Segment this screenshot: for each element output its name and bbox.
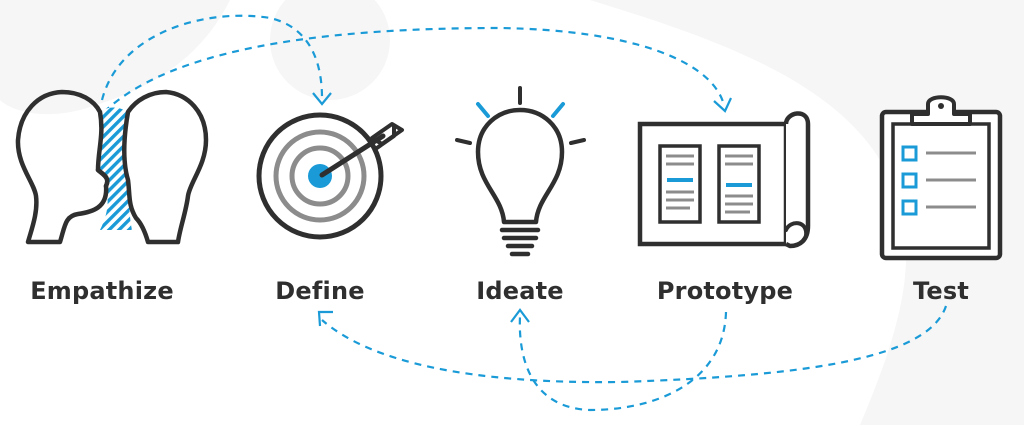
stage-label-empathize: Empathize <box>30 277 174 305</box>
arrowhead-define-top <box>312 92 332 106</box>
stage-label-define: Define <box>275 277 365 305</box>
arrow-empathize-to-prototype <box>103 26 726 113</box>
stage-label-prototype: Prototype <box>656 277 794 305</box>
arrow-empathize-to-define <box>100 14 324 101</box>
arrowhead-prototype-top <box>713 97 732 113</box>
arrow-prototype-to-ideate <box>518 311 728 412</box>
arrowhead-ideate-bottom <box>510 308 530 323</box>
target-arrow-icon <box>256 112 404 240</box>
two-heads-icon <box>15 89 209 245</box>
blueprint-scroll-icon <box>637 111 811 249</box>
clipboard-checklist-icon <box>879 95 1003 261</box>
stage-label-ideate: Ideate <box>476 277 564 305</box>
arrow-test-to-define <box>321 305 948 384</box>
stage-label-test: Test <box>912 277 970 305</box>
lightbulb-icon <box>455 86 586 257</box>
connector-arrows <box>100 14 948 412</box>
arrow-heads <box>312 92 732 327</box>
arrowhead-define-bottom <box>317 310 333 327</box>
